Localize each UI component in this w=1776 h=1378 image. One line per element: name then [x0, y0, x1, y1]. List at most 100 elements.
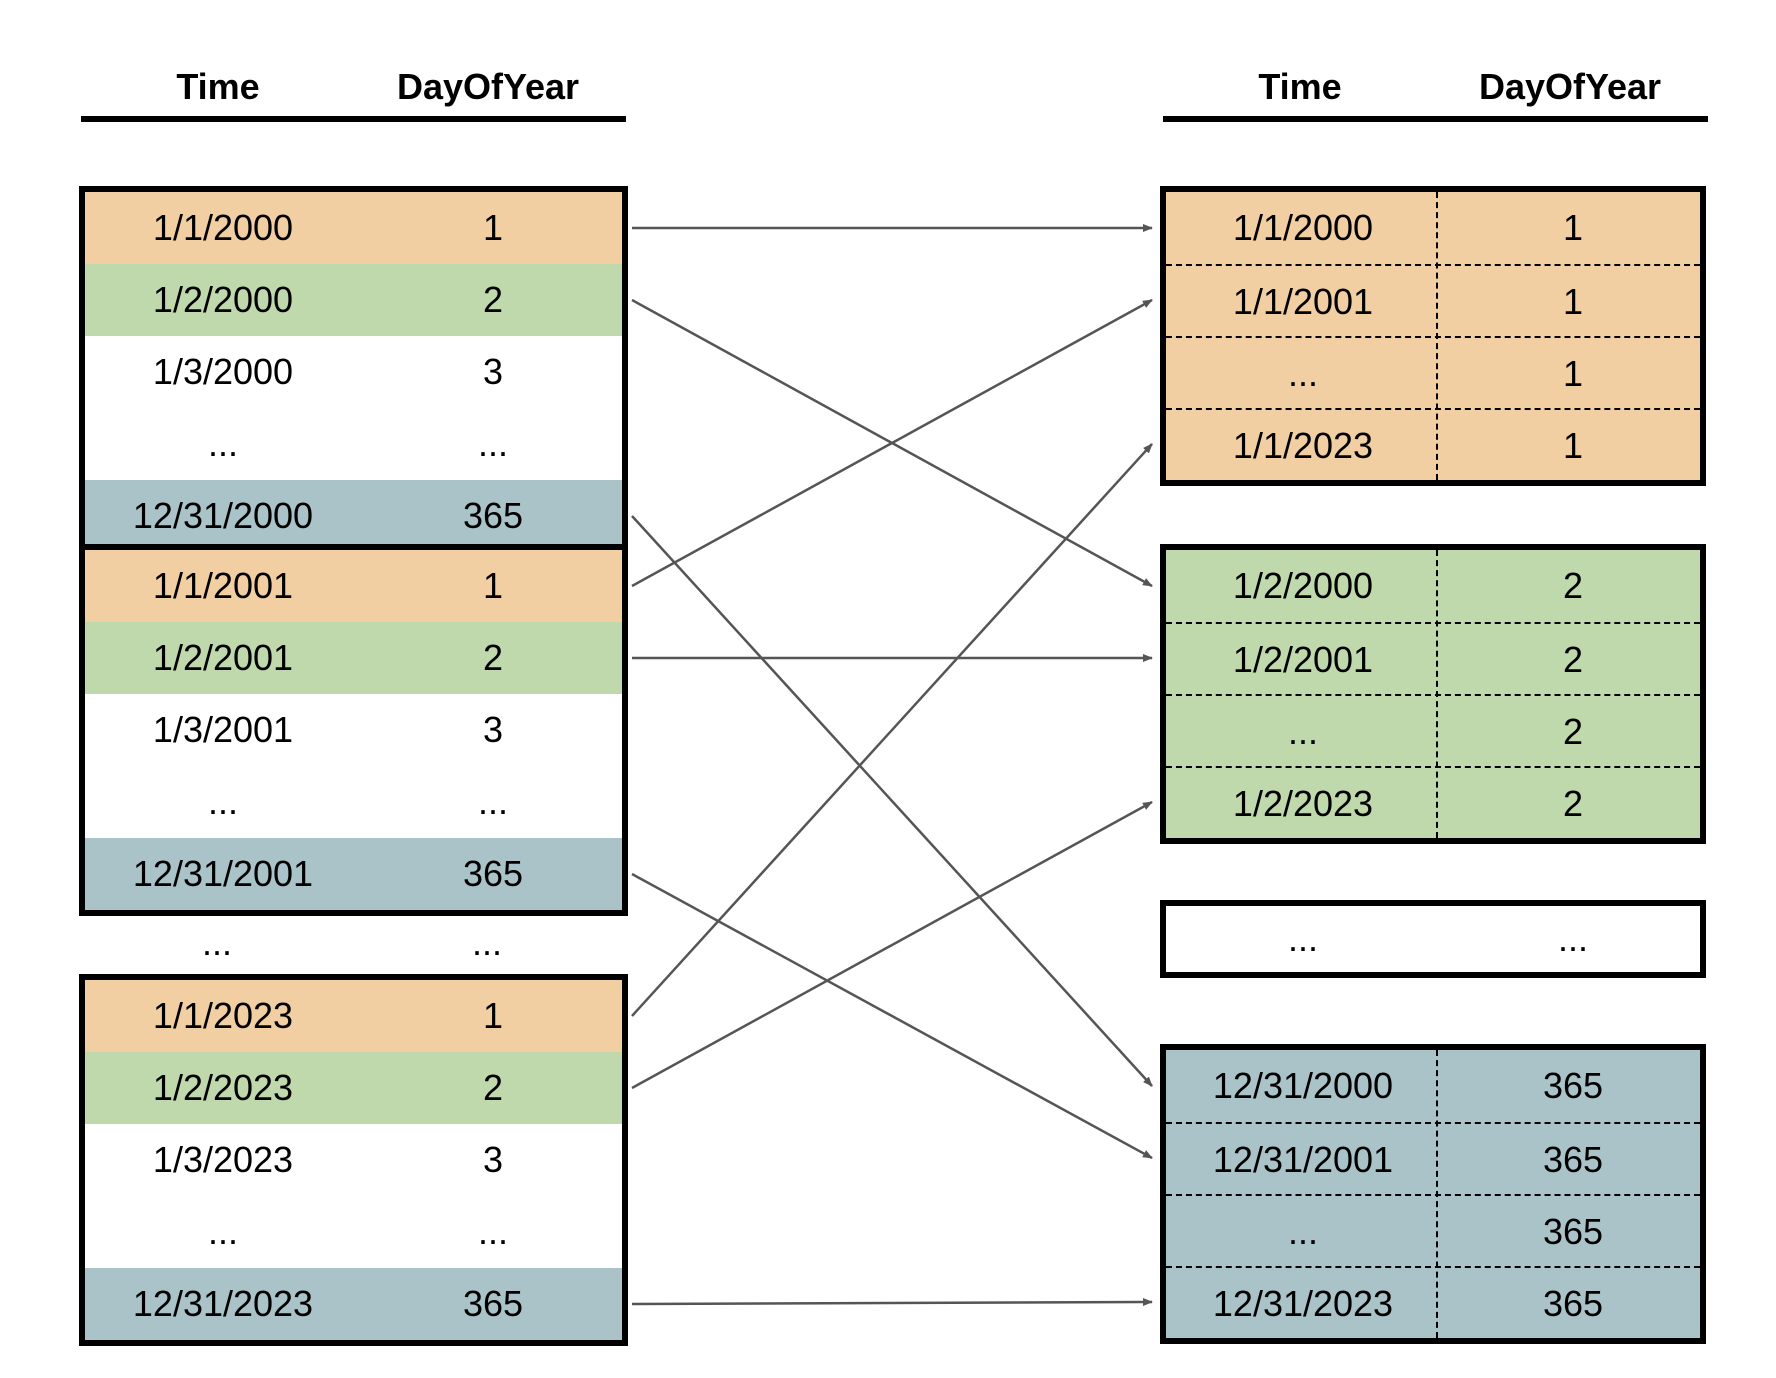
- time-cell: 1/2/2001: [152, 637, 294, 678]
- left-header: Time DayOfYear: [81, 56, 626, 122]
- table-row: 1/1/2001 1: [85, 550, 622, 622]
- time-cell: 1/1/2001: [152, 565, 294, 606]
- dayofyear-cell: 2: [1562, 711, 1584, 752]
- table-row: 1/2/2000 2: [85, 264, 622, 336]
- time-cell: ...: [1287, 353, 1319, 394]
- table-row: 12/31/2023 365: [85, 1268, 622, 1340]
- time-cell: ...: [207, 423, 239, 464]
- time-cell: 1/2/2000: [1232, 565, 1374, 606]
- dayofyear-cell: 365: [1542, 1283, 1604, 1324]
- table-row: 12/31/2023 365: [1166, 1266, 1700, 1338]
- table-row: ... 1: [1166, 336, 1700, 408]
- right-gap-box: ... ...: [1160, 900, 1706, 978]
- dayofyear-cell: ...: [477, 1211, 509, 1252]
- mapping-arrow: [631, 443, 1153, 1017]
- dayofyear-cell: 365: [462, 1283, 524, 1324]
- time-cell: 1/3/2001: [152, 709, 294, 750]
- mapping-arrow: [631, 298, 1153, 588]
- dayofyear-cell: 365: [462, 495, 524, 536]
- table-row: 12/31/2001 365: [85, 838, 622, 910]
- left-header-time: Time: [176, 66, 260, 107]
- dayofyear-cell: 3: [482, 351, 504, 392]
- dayofyear-cell: ...: [477, 423, 509, 464]
- time-cell: 12/31/2000: [132, 495, 314, 536]
- time-cell: ...: [207, 781, 239, 822]
- dayofyear-cell: 365: [1542, 1211, 1604, 1252]
- time-cell: 1/1/2023: [152, 995, 294, 1036]
- table-row: ......: [85, 408, 622, 480]
- right-header: Time DayOfYear: [1163, 56, 1708, 122]
- dayofyear-cell: 2: [1562, 639, 1584, 680]
- table-row: 1/2/2001 2: [85, 622, 622, 694]
- table-row: 1/3/2023 3: [85, 1124, 622, 1196]
- time-cell: 1/2/2000: [152, 279, 294, 320]
- right-header-dayofyear: DayOfYear: [1478, 66, 1662, 107]
- dayofyear-cell: 2: [482, 637, 504, 678]
- dayofyear-cell: 2: [482, 279, 504, 320]
- dayofyear-cell: 3: [482, 1139, 504, 1180]
- dayofyear-cell: ...: [477, 781, 509, 822]
- table-row: ...2: [1166, 694, 1700, 766]
- time-cell: 1/1/2000: [1232, 207, 1374, 248]
- table-row: 1/1/2023 1: [85, 980, 622, 1052]
- dayofyear-cell: 2: [482, 1067, 504, 1108]
- time-cell: 1/3/2023: [152, 1139, 294, 1180]
- dayofyear-cell: 1: [482, 207, 504, 248]
- table-row: 1/2/2000 2: [1166, 550, 1700, 622]
- time-cell: 12/31/2001: [1212, 1139, 1394, 1180]
- dayofyear-cell: 2: [1562, 565, 1584, 606]
- table-row: 1/1/2001 1: [1166, 264, 1700, 336]
- dayofyear-cell: 1: [1562, 425, 1584, 466]
- time-cell: 1/2/2023: [152, 1067, 294, 1108]
- right-gap-time: ...: [1287, 918, 1319, 959]
- time-cell: 1/1/2001: [1232, 281, 1374, 322]
- time-cell: 12/31/2001: [132, 853, 314, 894]
- dayofyear-cell: 2: [1562, 783, 1584, 824]
- time-cell: 12/31/2023: [1212, 1283, 1394, 1324]
- table-row: 1/2/2023 2: [1166, 766, 1700, 838]
- mapping-arrow: [631, 872, 1153, 1160]
- table-row: 1/3/2000 3: [85, 336, 622, 408]
- column-divider: [1436, 550, 1438, 838]
- table-row: 1/1/2023 1: [1166, 408, 1700, 480]
- table-row: ... 365: [1166, 1194, 1700, 1266]
- mapping-arrow: [631, 1298, 1153, 1307]
- left-gap-time: ...: [201, 922, 233, 963]
- time-cell: ...: [1287, 1211, 1319, 1252]
- dayofyear-cell: 365: [462, 853, 524, 894]
- dayofyear-cell: 1: [1562, 281, 1584, 322]
- time-cell: 1/2/2023: [1232, 783, 1374, 824]
- dayofyear-cell: 1: [1562, 207, 1584, 248]
- table-row: ......: [85, 766, 622, 838]
- time-cell: 1/1/2000: [152, 207, 294, 248]
- time-cell: 1/1/2023: [1232, 425, 1374, 466]
- right-header-time: Time: [1258, 66, 1342, 107]
- right-gap-dayofyear: ...: [1557, 918, 1589, 959]
- column-divider: [1436, 1050, 1438, 1338]
- dayofyear-cell: 1: [482, 565, 504, 606]
- time-cell: 12/31/2000: [1212, 1065, 1394, 1106]
- time-cell: 12/31/2023: [132, 1283, 314, 1324]
- dayofyear-cell: 3: [482, 709, 504, 750]
- left-gap-dayofyear: ...: [471, 922, 503, 963]
- dayofyear-cell: 1: [482, 995, 504, 1036]
- dayofyear-cell: 365: [1542, 1065, 1604, 1106]
- table-row: 12/31/2000 365: [85, 480, 622, 552]
- time-cell: 1/3/2000: [152, 351, 294, 392]
- table-row: 1/3/2001 3: [85, 694, 622, 766]
- table-row: ......: [85, 1196, 622, 1268]
- table-row: 12/31/2000 365: [1166, 1050, 1700, 1122]
- mapping-arrow: [631, 515, 1153, 1087]
- table-row: 1/2/2023 2: [85, 1052, 622, 1124]
- dayofyear-cell: 1: [1562, 353, 1584, 394]
- grouped-block: 1/1/2000 1 1/1/2001 1... 1 1/1/2023 1: [1160, 186, 1706, 486]
- mapping-arrow: [631, 298, 1153, 588]
- table-row: 1/1/2000 1: [85, 192, 622, 264]
